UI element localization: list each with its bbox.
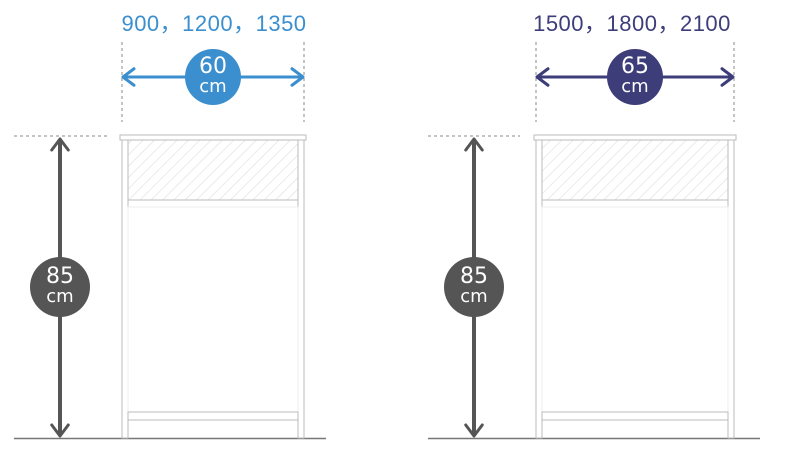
cabinet-leg-right <box>727 139 735 439</box>
cabinet-top <box>533 134 737 141</box>
cabinet-leg-left <box>121 139 129 439</box>
height-badge-right: 85 cm <box>444 257 504 317</box>
cabinet-rail-lower <box>127 411 299 421</box>
height-value-left: 85 <box>46 264 74 289</box>
cabinet-drawer-area <box>127 139 299 201</box>
depth-value-right: 65 <box>621 54 649 79</box>
depth-value-left: 60 <box>199 54 227 79</box>
height-arrowhead-top <box>464 137 484 152</box>
depth-unit-left: cm <box>199 76 227 97</box>
depth-arrowhead-left <box>535 67 550 87</box>
cabinet-leg-left <box>535 139 543 439</box>
cabinet-body <box>541 206 729 413</box>
height-arrowhead-top <box>50 137 70 152</box>
cabinet-outline <box>533 134 737 439</box>
cabinet-leg-right <box>297 139 305 439</box>
height-unit-right: cm <box>460 286 488 307</box>
cabinet-rail-lower <box>541 411 729 421</box>
cabinet-top <box>119 134 307 141</box>
cabinet-body <box>127 206 299 413</box>
panel-right <box>428 42 760 440</box>
depth-badge-left: 60 cm <box>185 49 241 105</box>
width-options-label-right: 1500，1800，2100 <box>533 11 731 36</box>
height-unit-left: cm <box>46 286 74 307</box>
cabinet-rail-upper <box>541 199 729 208</box>
depth-badge-right: 65 cm <box>607 49 663 105</box>
height-arrowhead-bottom <box>464 423 484 438</box>
cabinet-rail-upper <box>127 199 299 208</box>
depth-arrowhead-right <box>720 67 735 87</box>
cabinet-drawer-area <box>541 139 729 201</box>
depth-arrowhead-right <box>290 67 305 87</box>
height-arrowhead-bottom <box>50 423 70 438</box>
height-badge-left: 85 cm <box>30 257 90 317</box>
cabinet-outline <box>119 134 307 439</box>
depth-unit-right: cm <box>621 76 649 97</box>
width-options-label-left: 900，1200，1350 <box>121 11 307 36</box>
height-value-right: 85 <box>460 264 488 289</box>
depth-arrowhead-left <box>121 67 136 87</box>
panel-left <box>14 42 326 440</box>
